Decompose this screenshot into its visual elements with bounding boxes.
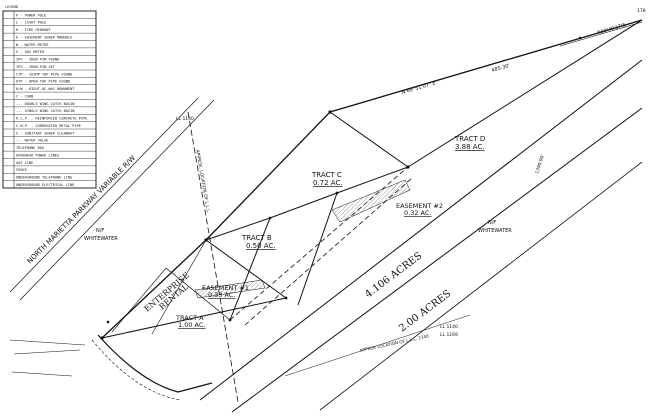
tract-b-name: TRACT B (241, 234, 272, 242)
legend-item: E - EASEMENT SEWER MANHOLE (16, 35, 72, 39)
ll-right-label: LL 1140 (440, 324, 458, 330)
legend-item: UNDERGROUND TELEPHONE LINE (16, 176, 72, 180)
approx-lll-vertical: APPROX. LOCATION OF L.L.L. (194, 149, 211, 213)
owner-right-name: WHITEWATER (478, 228, 512, 234)
legend-item: C - CURB (16, 94, 33, 98)
ll-right2-label: LL 1169 (440, 332, 458, 338)
ll-left-label: LL 1140 (176, 116, 194, 122)
legend-item: OVERHEAD POWER LINES (16, 153, 59, 157)
acres-main-label: 4.106 ACRES (363, 250, 424, 300)
easement-1-strip (194, 279, 266, 299)
legend-title: LEGEND (5, 5, 18, 9)
tract-a-name: TRACT A (175, 314, 204, 322)
legend-rows: P - POWER POLE L - LIGHT POLE H - FIRE HYD… (3, 13, 96, 187)
road-lines (9, 97, 215, 401)
legend-item: OTP - OPEN TOP PIPE FOUND (16, 80, 70, 84)
tract-a-area: 1.00 AC. (178, 321, 205, 329)
bearing-far: N69°49'17"E (597, 22, 627, 36)
legend-item: IPS - IRON PIN SET (16, 65, 56, 69)
legend-item: UNDERGROUND ELECTRICAL LINE (16, 183, 74, 187)
tract-c-name: TRACT C (311, 171, 342, 179)
monument-markers (100, 36, 582, 340)
tract-d-name: TRACT D (454, 135, 485, 143)
easement-2-name: EASEMENT #2 (396, 202, 443, 210)
legend-item: W - WATER METER (16, 43, 49, 47)
owner-right-nf: N/F (488, 220, 496, 226)
easement-2-area: 0.32 AC. (404, 209, 431, 217)
legend-item: TELEPHONE BOX (16, 146, 45, 150)
legend-item: IPF - IRON PIN FOUND (16, 58, 59, 62)
legend-item: --- DOUBLE WING CATCH BASIN (16, 102, 74, 106)
owner-left-nf: N/F (96, 228, 104, 234)
legend-item: FENCE (16, 168, 27, 172)
legend-item: S - SANITARY SEWER CLEANOUT (16, 131, 75, 135)
legend-item: CTP - CRIMP TOP PIPE FOUND (16, 72, 72, 76)
tract-b-area: 0.50 AC. (246, 242, 276, 250)
legend-item: GAS LINE (16, 161, 33, 165)
legend-item: H - FIRE HYDRANT (16, 28, 51, 32)
legend-item: G - GAS METER (16, 50, 45, 54)
legend-item: --- WATER VALVE (16, 139, 48, 143)
plat-labels: NORTH MARIETTA PARKWAY VARIABLE R/W N/F … (26, 8, 646, 353)
small-number-top-right: 178 (637, 8, 646, 14)
legend-item: R.C.P. - REINFORCED CONCRETE PIPE (16, 117, 87, 121)
owner-left-name: WHITEWATER (84, 236, 118, 242)
legend: LEGEND P - POWER POLE L - LIGHT POLE H - F… (2, 5, 97, 189)
tract-c-area: 0.72 AC. (313, 179, 343, 187)
legend-item: L - LIGHT POLE (16, 21, 46, 25)
easement-2-strip (331, 179, 411, 223)
legend-item: R/W - RIGHT-OF-WAY MONUMENT (16, 87, 75, 91)
tract-d-area: 3.88 AC. (455, 143, 485, 151)
boundary-lines (101, 19, 643, 413)
legend-item: C.M.P. - CORRUGATED METAL PIPE (16, 124, 81, 128)
easement-1-area: 0.33 AC. (208, 291, 235, 299)
distance-right-vertical: 1390.00' (534, 154, 546, 175)
legend-item: P - POWER POLE (16, 13, 46, 17)
easement-1-name: EASEMENT #1 (202, 284, 249, 292)
bearing-top: N 69°51'07" E (401, 80, 437, 96)
legend-item: --- SINGLE WING CATCH BASIN (16, 109, 74, 113)
approx-lll-label: APPROX LOCATION OF L.L.L. 1140 (359, 333, 429, 353)
distance-top: 485.30' (491, 63, 511, 74)
